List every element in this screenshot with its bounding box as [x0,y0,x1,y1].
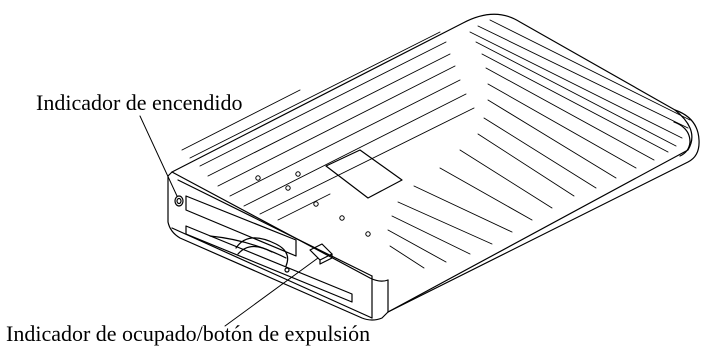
eject-dot [284,267,290,273]
power-led-inner [176,197,182,205]
front-curve-detail [235,237,289,267]
right-end-inner [673,121,691,157]
power-callout-leader [139,115,178,197]
lower-disk-slot [185,225,353,303]
power-indicator-label: Indicador de encendido [36,90,243,115]
front-face-bottom-rim [171,227,373,319]
power-led-icon [174,195,184,207]
top-ribs-right [387,19,691,269]
front-curve-detail-3 [209,235,287,259]
front-curve-detail-2 [237,245,273,255]
eject-button-side [319,253,333,265]
front-face-outline [167,171,389,321]
top-indicator-dots [255,171,371,237]
front-face-top-rim [177,179,373,277]
right-end-cap [387,109,700,313]
top-front-edge [171,171,389,282]
lcd-window [325,149,403,199]
busy-callout-leader [224,257,319,327]
top-surface-outline [171,13,693,313]
top-ribs-left [181,31,475,221]
busy-eject-label: Indicador de ocupado/botón de expulsión [6,321,371,346]
upper-disk-slot [185,195,297,257]
